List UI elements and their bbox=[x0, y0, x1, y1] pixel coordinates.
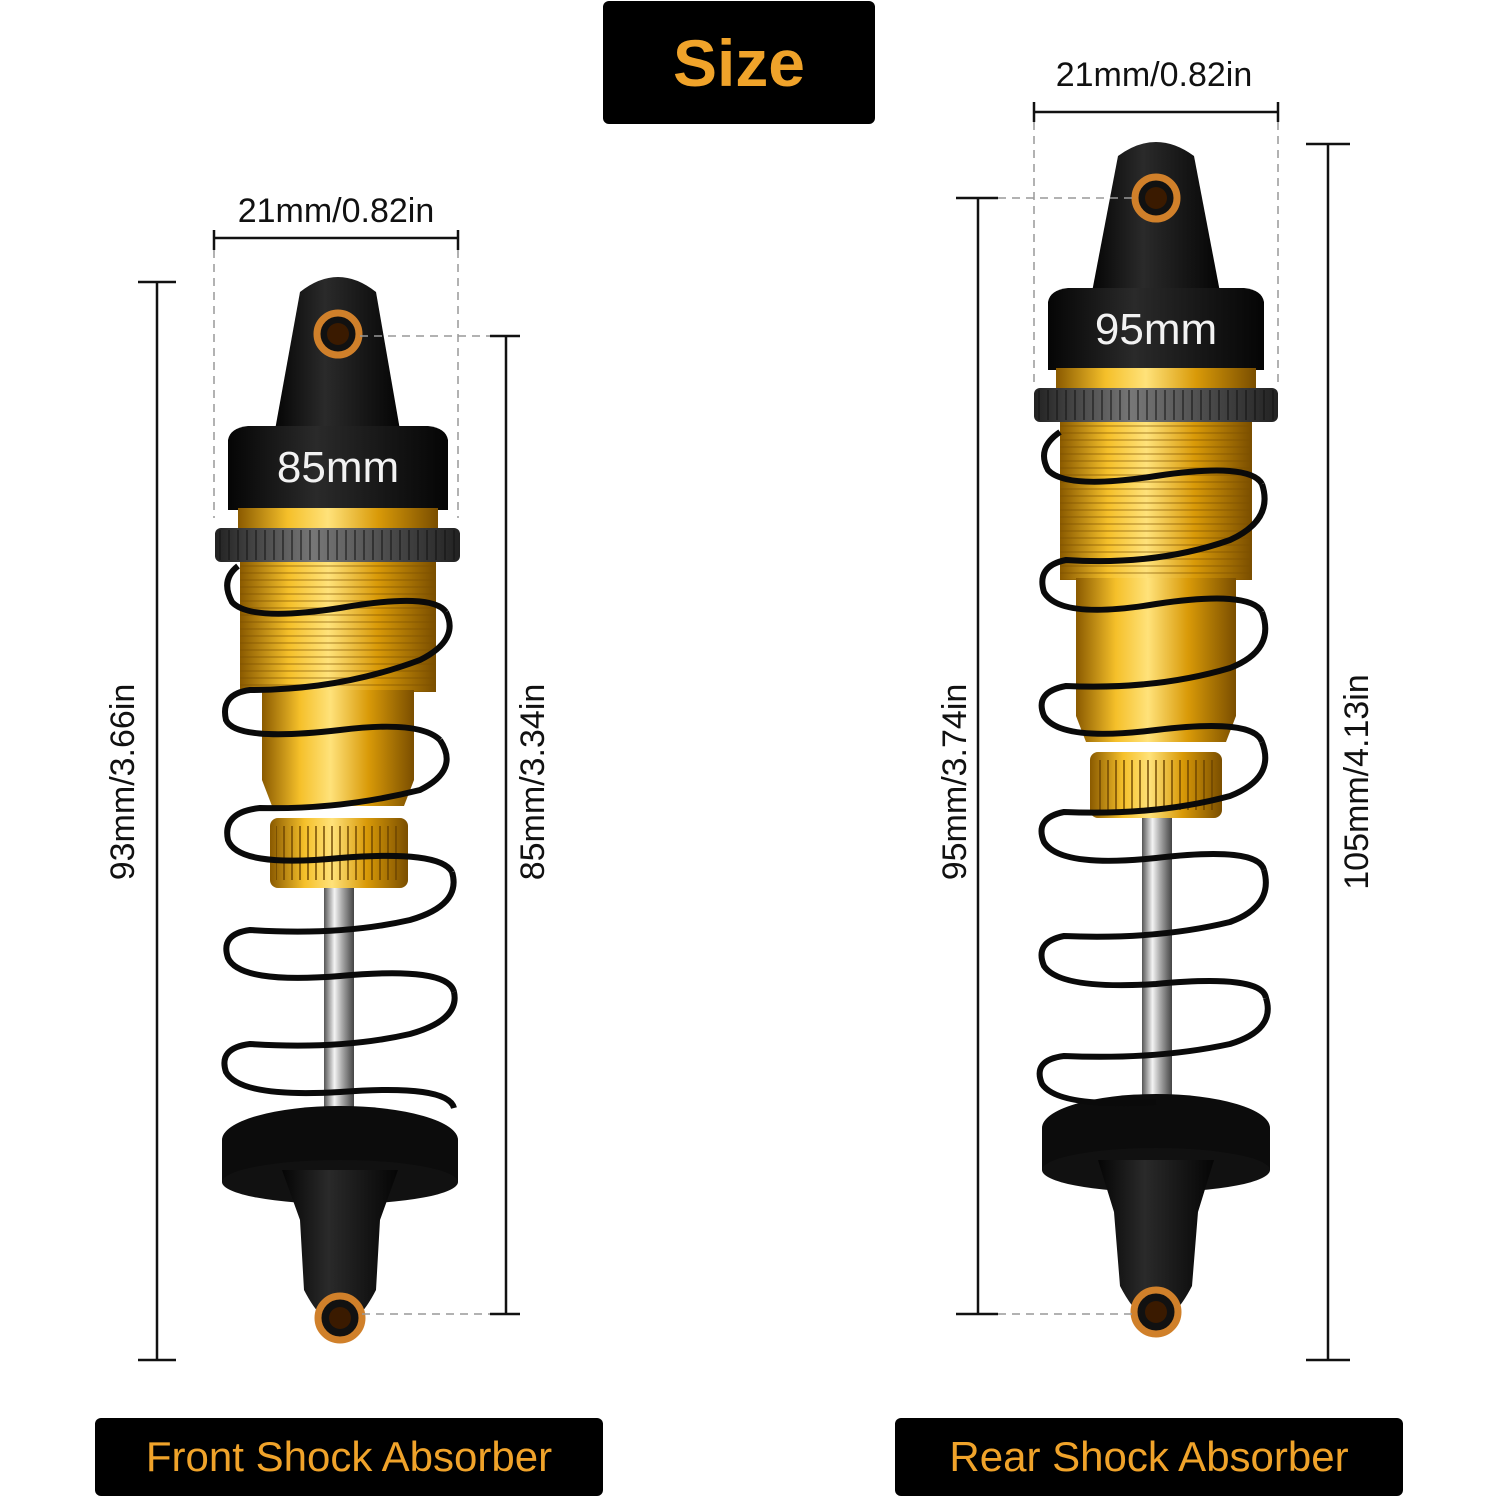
rear-width-dimension bbox=[1032, 102, 1280, 384]
front-spring bbox=[221, 563, 458, 1110]
rear-total-length-dimension bbox=[1306, 142, 1350, 1362]
rear-cap bbox=[1048, 288, 1264, 370]
front-label: Front Shock Absorber bbox=[145, 1433, 553, 1480]
rear-spring bbox=[1036, 429, 1271, 1107]
front-label-box: Front Shock Absorber bbox=[95, 1418, 603, 1496]
rear-eye-to-eye-text: 95mm/3.74in bbox=[936, 684, 974, 881]
front-shaft bbox=[324, 888, 354, 1120]
front-cap-text: 85mm bbox=[277, 443, 399, 492]
rear-rod-end bbox=[1098, 1160, 1214, 1321]
front-total-length-text: 93mm/3.66in bbox=[104, 684, 142, 881]
size-title-box: Size bbox=[603, 1, 875, 124]
rear-label-box: Rear Shock Absorber bbox=[895, 1418, 1403, 1496]
front-rod-end bbox=[282, 1170, 398, 1325]
front-cap bbox=[228, 426, 448, 510]
front-width-dimension bbox=[212, 230, 460, 518]
rear-label: Rear Shock Absorber bbox=[949, 1433, 1349, 1480]
rear-eye-to-eye-dimension bbox=[956, 196, 1134, 1316]
front-shock bbox=[215, 277, 460, 1344]
front-eye-to-eye-dimension bbox=[360, 334, 520, 1316]
rear-total-length-text: 105mm/4.13in bbox=[1338, 674, 1376, 889]
rear-cap-text: 95mm bbox=[1095, 305, 1217, 354]
front-total-length-dimension bbox=[138, 280, 176, 1362]
front-width-text: 21mm/0.82in bbox=[238, 192, 435, 230]
size-title: Size bbox=[672, 25, 806, 100]
front-eye-to-eye-text: 85mm/3.34in bbox=[514, 684, 552, 881]
rear-shaft bbox=[1142, 818, 1172, 1120]
rear-shock bbox=[1034, 142, 1278, 1338]
rear-width-text: 21mm/0.82in bbox=[1056, 56, 1253, 94]
